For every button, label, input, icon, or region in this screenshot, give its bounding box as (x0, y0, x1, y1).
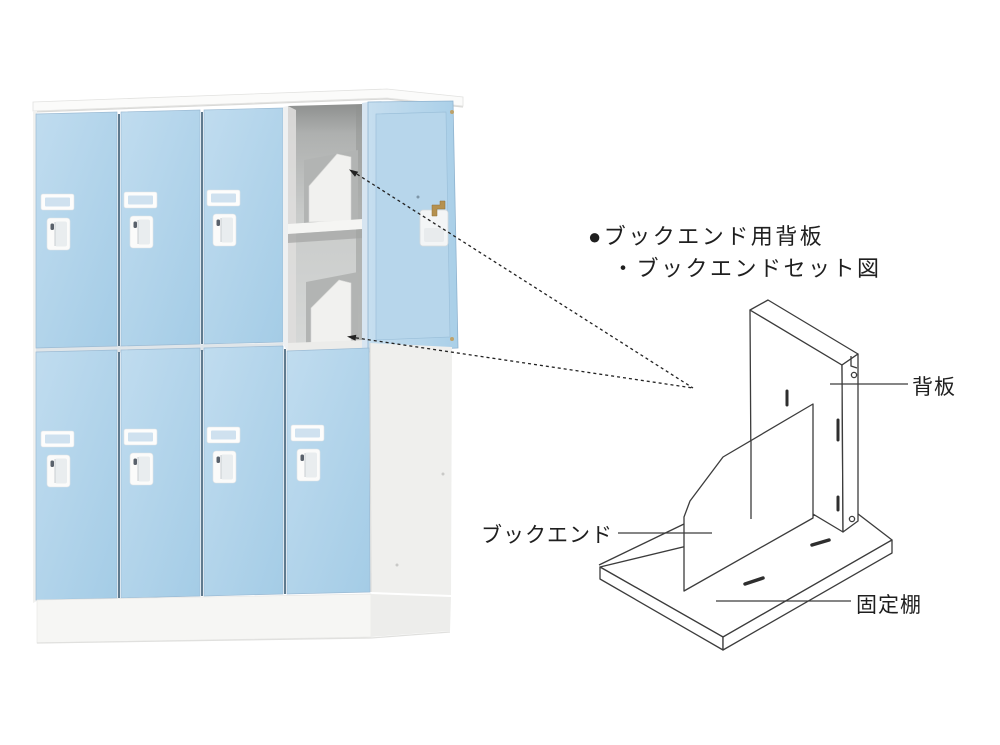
bottom-row-doors (35, 345, 371, 601)
open-compartment-interior (288, 104, 363, 354)
door-top-2 (120, 109, 201, 347)
diagram-bookend (683, 403, 814, 592)
lock-latch-brass (431, 200, 446, 217)
callout-arrow-upper (351, 170, 694, 389)
locker-base (36, 593, 451, 644)
figure-heading-line1: ●ブックエンド用背板 (588, 224, 825, 249)
label-back-panel: 背板 (912, 376, 956, 399)
label-bookend: ブックエンド (481, 524, 613, 547)
door-bottom-2 (120, 347, 201, 599)
door-bottom-4 (286, 347, 371, 595)
open-door (362, 100, 459, 353)
locker-photo (32, 88, 464, 644)
arrowhead-lower (347, 334, 357, 341)
door-bottom-1 (35, 349, 118, 601)
door-top-1 (35, 111, 118, 349)
door-bottom-3 (203, 345, 284, 597)
callout-arrows (347, 169, 694, 389)
arrowhead-upper (349, 169, 359, 177)
figure-heading-line2: ・ブックエンドセット図 (612, 256, 882, 281)
diagram-fixed-shelf (598, 506, 893, 651)
bookend-diagram (598, 299, 908, 651)
callout-arrow-lower (349, 336, 694, 389)
door-lock (419, 200, 449, 247)
diagram-leader-lines (618, 383, 908, 602)
locker-side-panel (369, 342, 452, 595)
label-fixed-shelf: 固定棚 (856, 594, 922, 617)
diagram-slots (743, 389, 840, 586)
top-row-doors (35, 106, 288, 352)
